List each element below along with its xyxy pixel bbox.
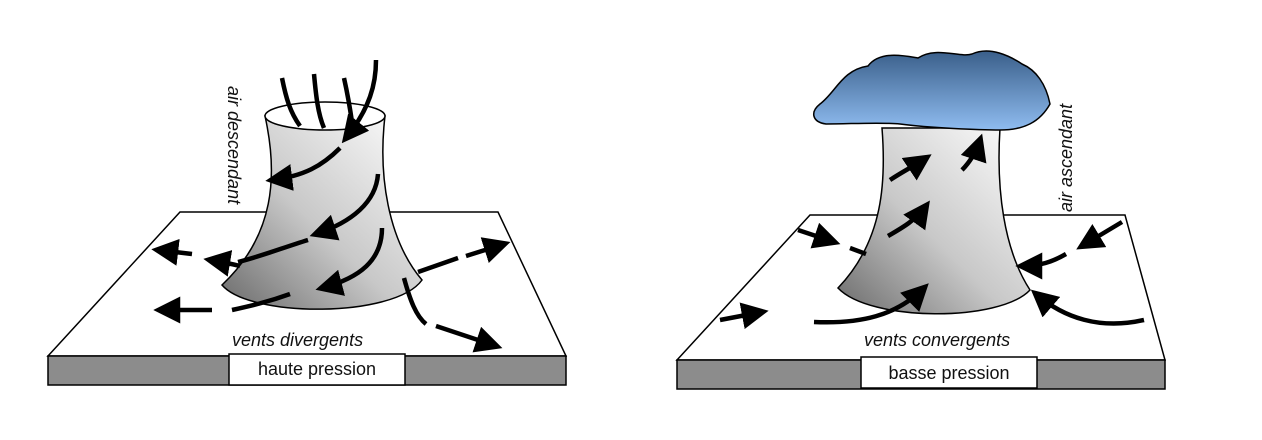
right-winds-label: vents convergents [864,330,1010,350]
rising-arrow-2 [960,133,987,172]
rising-arrow-3 [886,200,930,238]
spiral-arrow-3 [237,237,309,265]
rising-arrow-4 [813,283,929,325]
descending-streak-1 [279,77,302,128]
left-divergent-arrows [151,237,511,353]
divergent-arrow-east-1 [417,255,459,275]
right-column-label: air ascendant [1056,103,1076,212]
spiral-arrow-2 [309,173,381,241]
convergent-arrow-east [1015,252,1068,280]
left-spiral-arrows [203,146,385,313]
descending-streak-3 [341,59,379,144]
descending-streak-4 [341,77,355,123]
spiral-arrow-6 [203,250,241,277]
rising-arrow-1 [888,154,932,182]
spiral-arrow-1 [265,146,342,191]
high-pressure-diagram: air descendant vents divergents haute pr… [46,59,568,386]
divergent-arrow-west [151,238,193,266]
convergent-arrow-northeast [1076,220,1124,250]
left-pressure-box [228,353,406,386]
right-rising-arrows [813,133,987,325]
low-pressure-diagram: air ascendant vents convergents basse pr… [675,50,1166,390]
right-convergent-arrows [719,220,1145,330]
right-column-label-bg [1052,76,1078,210]
spiral-arrow-4 [315,227,385,296]
spiral-arrow-5 [231,291,291,313]
convergent-arrow-west [719,302,769,330]
convergent-arrow-northwest [797,222,841,249]
divergent-arrow-southeast-2 [435,323,503,353]
divergent-arrow-southeast [401,277,428,326]
right-air-column [836,127,1031,315]
divergent-arrow-east-2 [465,237,511,263]
left-pressure-label: haute pression [258,359,376,379]
left-descending-arrows [279,59,379,144]
convergent-arrow-northwest-2 [849,245,867,257]
convergent-arrow-southeast [1030,289,1145,326]
descending-streak-2 [311,73,327,129]
right-pressure-label: basse pression [888,363,1009,383]
right-pressure-box [860,356,1038,389]
cloud-icon [813,50,1051,131]
left-winds-label: vents divergents [232,330,363,350]
left-column-label: air descendant [224,86,244,205]
